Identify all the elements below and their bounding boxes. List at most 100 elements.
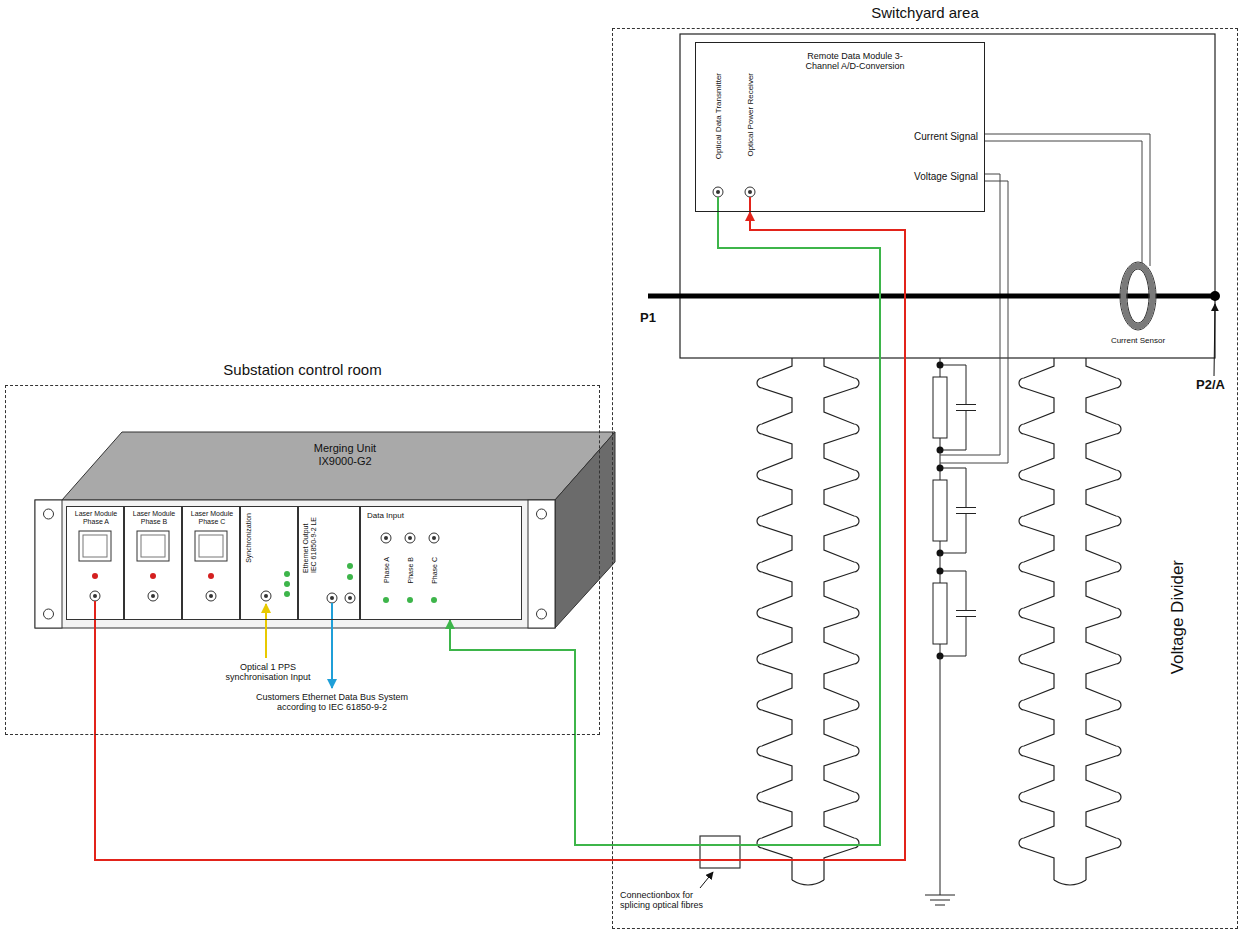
resistor-symbol [933,480,947,541]
signal-note: Customers Ethernet Data Bus System accor… [237,692,427,713]
port-label: Phase B [407,557,415,583]
ethernet-connector [327,593,337,603]
module-label: Ethernet Output IEC 61850-9-2 LE [302,513,318,573]
signal-wire [985,141,1142,264]
module-panel-ground [66,506,522,620]
laser-module: Laser Module Phase C [182,506,240,620]
status-led [284,571,290,577]
status-led [383,597,389,603]
laser-display [141,535,165,557]
part-label: Current Sensor [1098,336,1178,345]
part-label: Voltage Divider [1168,560,1188,674]
fibre-connector [748,190,752,194]
current-sensor-ring [1127,269,1149,323]
voltage-divider-circuit [925,358,976,905]
mounting-hole [537,509,547,519]
area-heading: Switchyard area [613,4,1237,21]
status-led [431,597,437,603]
laser-display [195,531,227,561]
status-led [284,591,290,597]
data-input-module: Data InputPhase APhase BPhase C [360,506,522,620]
leader-arrow [1214,304,1215,376]
junction-dot [937,465,944,472]
fibre-connector [209,594,213,598]
resistor-symbol [933,583,947,644]
port-label: Optical Power Receiver [746,73,755,157]
divider-wire [940,656,941,895]
ethernet-module: Ethernet Output IEC 61850-9-2 LE [298,506,360,620]
status-led [150,573,156,579]
capacitor-symbol [940,365,976,450]
status-led [208,573,214,579]
signal-note: Optical 1 PPS synchronisation Input [213,662,323,683]
capacitor-symbol [940,468,976,553]
ethernet-connector [330,596,334,600]
rack-ear [35,500,62,628]
callout-note: Connectionbox for splicing optical fibre… [620,890,720,911]
sync-arrow [265,604,267,658]
status-led [284,581,290,587]
module-label: Laser Module Phase A [70,510,122,526]
signal-label: Current Signal [846,131,978,143]
rack-front [35,500,555,628]
status-led [347,574,353,580]
fibre-connector [745,187,755,197]
insulator-outline [824,358,859,880]
area-boundary: Laser Module Phase A Laser Module Phase B… [5,385,600,735]
fibre-connector [716,190,720,194]
fibre-connector [151,594,155,598]
module-label: Synchronization [245,513,253,563]
module-label: Laser Module Phase C [186,510,238,526]
primary-conductor [648,294,1215,299]
insulator-base [792,880,824,885]
signal-label: Voltage Signal [846,171,978,183]
fibre-stub [749,197,751,212]
fibre-connector [264,594,268,598]
insulator-group [757,358,1121,885]
status-led [347,563,353,569]
fibre-stub [717,197,719,212]
insulator-outline [1086,358,1121,880]
junction-dot [937,362,944,369]
leader-arrow [700,872,713,888]
sensor-head-housing [680,34,1215,358]
laser-module: Laser Module Phase A [66,506,124,620]
laser-display [79,531,111,561]
module-label: Data Input [367,511,404,520]
signal-wire [940,181,1008,463]
port-label: Phase C [431,557,439,584]
splice-box [700,836,740,868]
device-title: Merging Unit IX9000-G2 [295,442,395,467]
rack-side-face [555,432,615,628]
sync-module: Synchronization [240,506,298,620]
module-title: Remote Data Module 3-Channel A/D-Convers… [796,51,914,72]
terminal-dot [1210,291,1220,301]
rack-ear [528,500,555,628]
ethernet-arrow [331,603,333,688]
status-led [407,597,413,603]
fibre-connector [432,536,436,540]
ethernet-connector [348,596,352,600]
insulator-base [1054,880,1086,885]
signal-wire [985,134,1150,266]
module-label: Laser Module Phase B [128,510,180,526]
insulator-outline [1019,358,1054,880]
terminal-label: P1 [640,311,656,326]
optical-fibre [450,212,880,845]
mounting-hole [44,609,54,619]
insulator-outline [757,358,792,880]
signal-wire [940,174,1000,455]
junction-dot [937,568,944,575]
capacitor-symbol [940,571,976,656]
fibre-stub [94,601,96,620]
connector-group [95,212,905,860]
fibre-connector [408,536,412,540]
laser-display [83,535,107,557]
fibre-connector [713,187,723,197]
mounting-hole [44,509,54,519]
laser-module: Laser Module Phase B [124,506,182,620]
ethernet-connector [345,593,355,603]
fibre-connector [93,594,97,598]
